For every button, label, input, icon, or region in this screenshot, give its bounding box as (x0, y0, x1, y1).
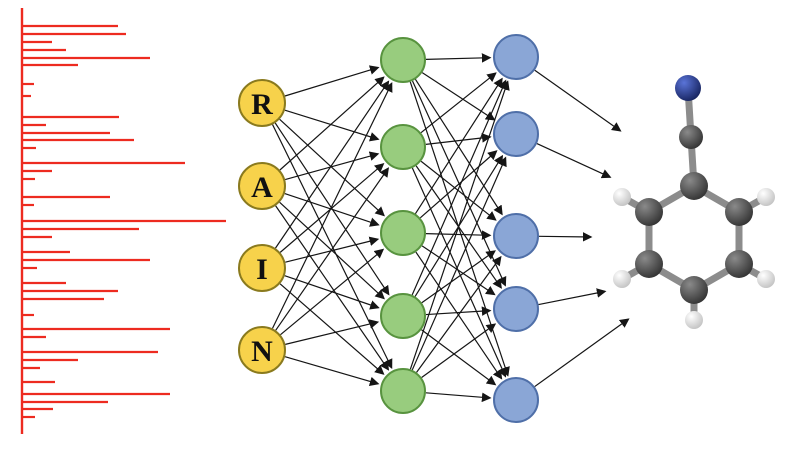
hidden-node (380, 124, 426, 170)
input-node-label: N (251, 335, 273, 368)
output-node (493, 213, 539, 259)
edge-hidden-output (414, 77, 503, 214)
edge-hidden-output (411, 167, 507, 378)
edge-hidden-output (425, 392, 492, 403)
edge-hidden-output (411, 79, 507, 296)
edge-input-hidden (284, 193, 380, 227)
atom-C (725, 250, 753, 278)
edge-input-hidden (275, 167, 389, 331)
edge-hidden-output (421, 329, 497, 386)
atom-C (725, 198, 753, 226)
hidden-node (380, 210, 426, 256)
edge-hidden-output (411, 80, 507, 287)
edge-hidden-output (416, 255, 502, 373)
edge-hidden-output (421, 250, 496, 304)
output-node (493, 34, 539, 80)
molecule-model (613, 75, 775, 329)
edge-input-hidden (284, 151, 380, 181)
edge-hidden-output (425, 230, 492, 240)
output-arrow (536, 143, 612, 179)
edge-hidden-output (421, 323, 497, 378)
edge-input-hidden (284, 109, 380, 142)
output-node (493, 286, 539, 332)
network-edges (271, 53, 510, 403)
atom-C (680, 172, 708, 200)
atom-H (757, 188, 775, 206)
edge-hidden-output (425, 53, 492, 63)
edge-hidden-output (420, 72, 497, 134)
edge-hidden-output (409, 80, 510, 370)
input-node (238, 326, 286, 374)
atom-C (635, 198, 663, 226)
atom-C (680, 276, 708, 304)
edge-input-hidden (274, 80, 390, 249)
input-node (238, 244, 286, 292)
output-node (493, 377, 539, 423)
input-node (238, 162, 286, 210)
atom-C (679, 125, 703, 149)
output-arrow (534, 318, 630, 388)
edge-input-hidden (285, 319, 380, 345)
output-arrow (534, 69, 622, 132)
edge-input-hidden (279, 76, 385, 171)
output-arrow (538, 288, 607, 306)
atom-H (613, 270, 631, 288)
edge-input-hidden (275, 205, 390, 371)
edge-hidden-output (421, 72, 496, 121)
output-arrow (538, 232, 593, 242)
edge-input-hidden (284, 356, 380, 387)
atom-N (675, 75, 701, 101)
mass-spectrum (20, 8, 226, 434)
edge-hidden-output (411, 156, 507, 371)
hidden-node (380, 37, 426, 83)
edge-input-hidden (271, 82, 393, 329)
atom-H (757, 270, 775, 288)
input-node (238, 79, 286, 127)
atom-H (613, 188, 631, 206)
network-nodes: R A I N (238, 34, 539, 423)
output-arrows (534, 69, 630, 388)
edge-hidden-output (425, 133, 492, 145)
edge-hidden-output (421, 245, 496, 296)
edge-input-hidden (279, 162, 385, 253)
atom-C (635, 250, 663, 278)
hidden-node (380, 293, 426, 339)
edge-hidden-output (419, 150, 498, 219)
atom-H (685, 311, 703, 329)
output-node (493, 111, 539, 157)
input-node-label: I (256, 253, 268, 286)
input-node-label: A (251, 171, 273, 204)
edge-input-hidden (284, 65, 380, 97)
edge-input-hidden (280, 248, 385, 336)
hidden-node (380, 368, 426, 414)
input-node-label: R (251, 88, 273, 121)
